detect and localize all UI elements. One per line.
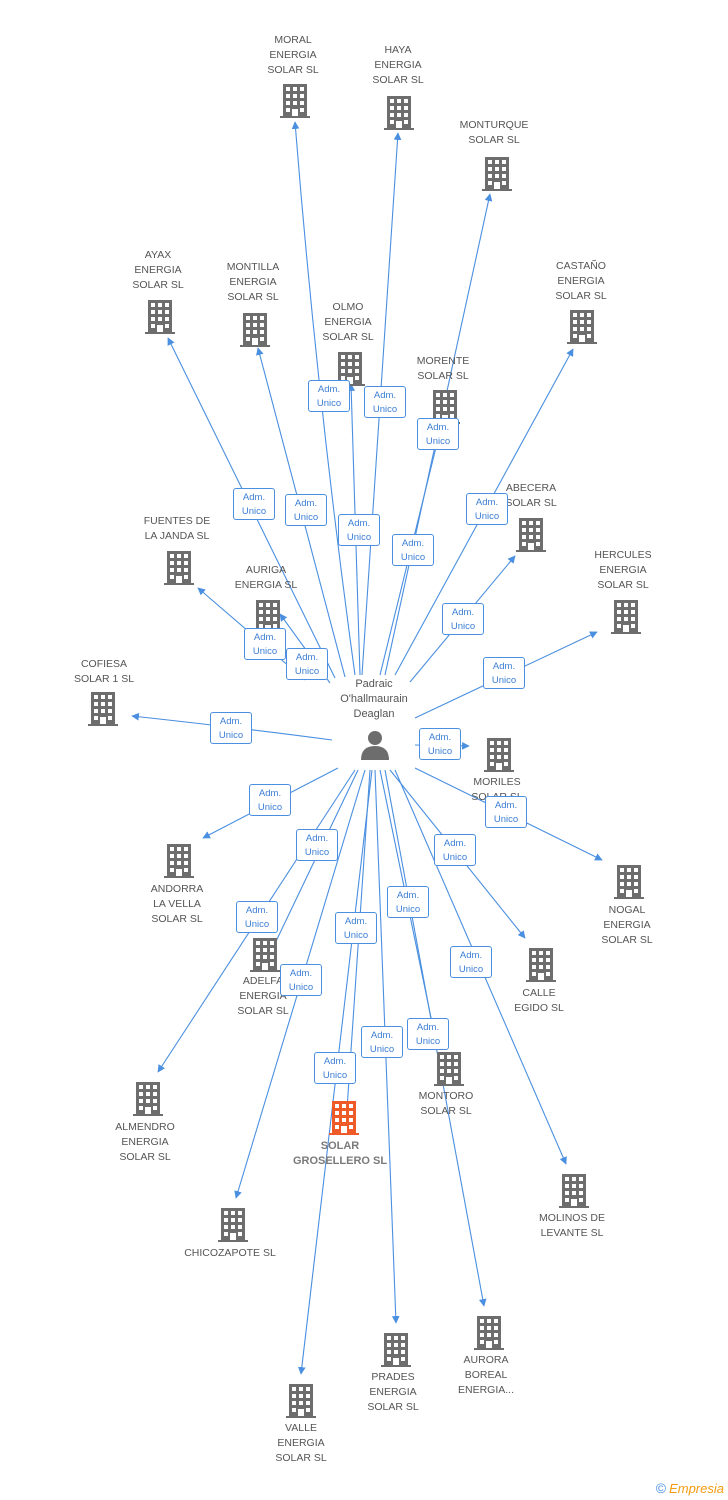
company-label[interactable]: COFIESA SOLAR 1 SL — [73, 658, 135, 685]
role-badge[interactable]: Adm. Unico — [483, 657, 525, 689]
company-label[interactable]: AYAX ENERGIA SOLAR SL — [132, 249, 184, 291]
role-badge[interactable]: Adm. Unico — [485, 796, 527, 828]
building-icon[interactable] — [240, 313, 270, 347]
role-badge[interactable]: Adm. Unico — [419, 728, 461, 760]
building-icon[interactable] — [614, 865, 644, 899]
role-badge[interactable]: Adm. Unico — [417, 418, 459, 450]
company-label[interactable]: MONTORO SOLAR SL — [418, 1090, 474, 1117]
building-icon[interactable] — [250, 938, 280, 972]
building-icon[interactable] — [474, 1316, 504, 1350]
building-icon[interactable] — [384, 96, 414, 130]
company-label[interactable]: MONTILLA ENERGIA SOLAR SL — [226, 261, 280, 303]
role-badge[interactable]: Adm. Unico — [392, 534, 434, 566]
building-icon[interactable] — [526, 948, 556, 982]
role-badge[interactable]: Adm. Unico — [314, 1052, 356, 1084]
building-icon[interactable] — [133, 1082, 163, 1116]
role-badge[interactable]: Adm. Unico — [364, 386, 406, 418]
building-icon[interactable] — [611, 600, 641, 634]
role-badge[interactable]: Adm. Unico — [361, 1026, 403, 1058]
role-badge[interactable]: Adm. Unico — [244, 628, 286, 660]
company-label[interactable]: PRADES ENERGIA SOLAR SL — [367, 1371, 419, 1413]
company-label[interactable]: NOGAL ENERGIA SOLAR SL — [601, 904, 653, 946]
company-label[interactable]: ABECERA SOLAR SL — [505, 482, 557, 509]
company-label[interactable]: HERCULES ENERGIA SOLAR SL — [594, 549, 652, 591]
role-badge[interactable]: Adm. Unico — [335, 912, 377, 944]
building-icon[interactable] — [434, 1052, 464, 1086]
role-badge[interactable]: Adm. Unico — [450, 946, 492, 978]
building-icon[interactable] — [164, 844, 194, 878]
role-badge[interactable]: Adm. Unico — [407, 1018, 449, 1050]
role-badge[interactable]: Adm. Unico — [338, 514, 380, 546]
building-icon[interactable] — [145, 300, 175, 334]
person-icon — [361, 731, 389, 760]
building-icon[interactable] — [482, 157, 512, 191]
building-icon[interactable] — [484, 738, 514, 772]
company-label[interactable]: CASTAÑO ENERGIA SOLAR SL — [555, 260, 607, 302]
building-icon[interactable] — [164, 551, 194, 585]
role-badge[interactable]: Adm. Unico — [296, 829, 338, 861]
company-label[interactable]: MORAL ENERGIA SOLAR SL — [267, 34, 319, 76]
company-label[interactable]: MOLINOS DE LEVANTE SL — [539, 1212, 605, 1239]
role-badge[interactable]: Adm. Unico — [210, 712, 252, 744]
role-badge[interactable]: Adm. Unico — [286, 648, 328, 680]
role-badge[interactable]: Adm. Unico — [434, 834, 476, 866]
building-icon[interactable] — [286, 1384, 316, 1418]
role-badge[interactable]: Adm. Unico — [280, 964, 322, 996]
building-icon[interactable] — [218, 1208, 248, 1242]
company-label[interactable]: AURORA BOREAL ENERGIA... — [457, 1354, 514, 1396]
company-label[interactable]: ADELFA ENERGIA SOLAR SL — [237, 975, 289, 1017]
role-badge[interactable]: Adm. Unico — [442, 603, 484, 635]
company-label[interactable]: SOLAR GROSELLERO SL — [292, 1140, 388, 1167]
role-badge[interactable]: Adm. Unico — [387, 886, 429, 918]
company-label[interactable]: HAYA ENERGIA SOLAR SL — [372, 44, 424, 86]
company-label[interactable]: MORENTE SOLAR SL — [416, 355, 470, 382]
company-label[interactable]: VALLE ENERGIA SOLAR SL — [275, 1422, 327, 1464]
building-icon[interactable] — [559, 1174, 589, 1208]
building-icon[interactable] — [280, 84, 310, 118]
company-label[interactable]: CALLE EGIDO SL — [514, 987, 564, 1014]
company-label[interactable]: FUENTES DE LA JANDA SL — [143, 515, 211, 542]
company-label[interactable]: OLMO ENERGIA SOLAR SL — [322, 301, 374, 343]
company-label[interactable]: AURIGA ENERGIA SL — [234, 564, 298, 591]
role-badge[interactable]: Adm. Unico — [308, 380, 350, 412]
company-label[interactable]: CHICOZAPOTE SL — [184, 1247, 276, 1259]
building-icon[interactable] — [567, 310, 597, 344]
building-icon[interactable] — [88, 692, 118, 726]
building-icon-highlight[interactable] — [329, 1101, 359, 1135]
building-icon[interactable] — [516, 518, 546, 552]
building-icon[interactable] — [381, 1333, 411, 1367]
company-label[interactable]: ALMENDRO ENERGIA SOLAR SL — [115, 1121, 175, 1163]
company-label[interactable]: ANDORRA LA VELLA SOLAR SL — [150, 883, 204, 925]
role-badge[interactable]: Adm. Unico — [249, 784, 291, 816]
role-badge[interactable]: Adm. Unico — [236, 901, 278, 933]
role-badge[interactable]: Adm. Unico — [466, 493, 508, 525]
company-label[interactable]: MONTURQUE SOLAR SL — [459, 119, 529, 146]
role-badge[interactable]: Adm. Unico — [233, 488, 275, 520]
brand-logo: © Empresia — [655, 1480, 724, 1496]
person-name[interactable]: Padraic O'hallmaurain Deaglan — [340, 678, 408, 720]
relation-edge — [267, 769, 359, 959]
role-badge[interactable]: Adm. Unico — [285, 494, 327, 526]
